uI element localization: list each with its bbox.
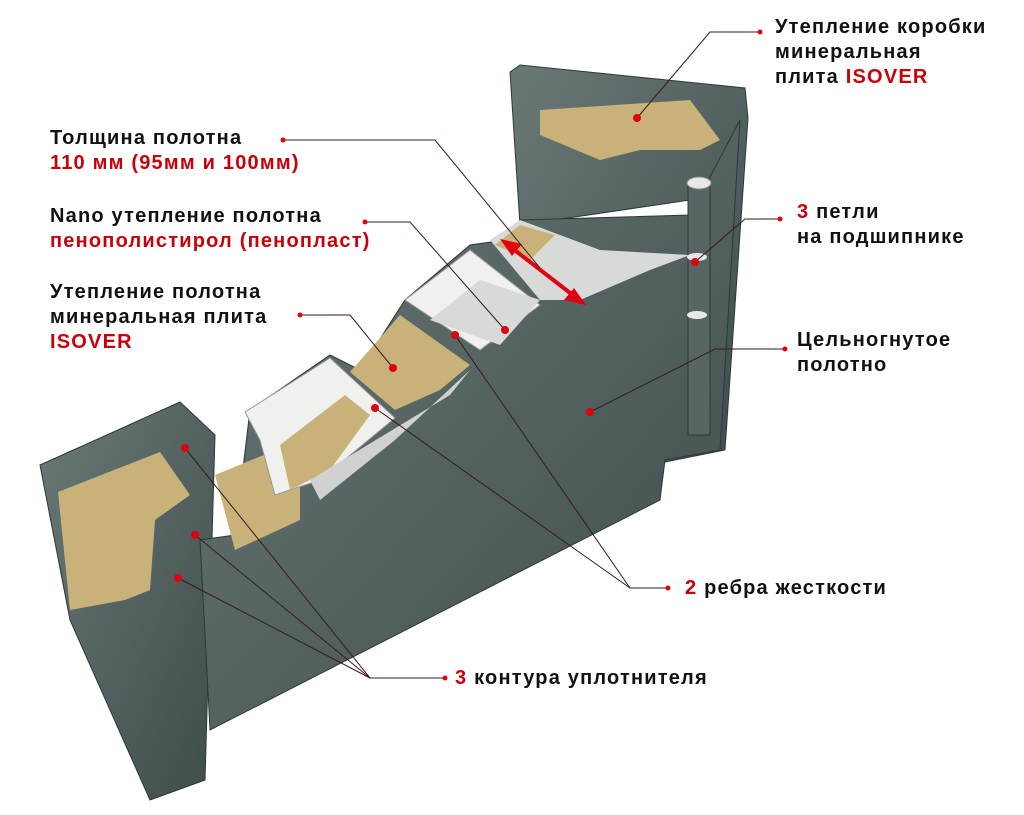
label-nano-insulation: Nano утепление полотна пенополистирол (п… <box>50 204 371 254</box>
label-value: ISOVER <box>845 66 929 88</box>
label-value: 3 <box>797 201 810 223</box>
label-value: 3 <box>455 667 468 689</box>
hinge <box>686 176 712 436</box>
label-line: петли <box>816 201 880 223</box>
label-value: 2 <box>685 577 698 599</box>
label-line: Утепление полотна <box>50 281 262 303</box>
label-line: на подшипнике <box>797 226 965 248</box>
leader-lines <box>177 31 785 679</box>
insulation-isover <box>350 315 470 410</box>
label-line: Nano утепление полотна <box>50 205 322 227</box>
label-line: минеральная <box>775 41 922 63</box>
label-value: ISOVER <box>50 331 133 353</box>
label-line: полотно <box>797 354 888 376</box>
label-ribs: 2 ребра жесткости <box>685 576 887 601</box>
label-line: ребра жесткости <box>704 577 888 599</box>
frame-insulation <box>540 100 720 160</box>
label-value: 110 мм (95мм и 100мм) <box>50 152 300 174</box>
label-seals: 3 контура уплотнителя <box>455 666 708 691</box>
label-bent-leaf: Цельногнутое полотно <box>797 328 951 378</box>
door-leaf <box>199 119 741 731</box>
label-frame-insulation: Утепление коробки минеральная плита ISOV… <box>775 15 987 90</box>
label-line: контура уплотнителя <box>474 667 708 689</box>
label-leaf-insulation: Утепление полотна минеральная плита ISOV… <box>50 280 267 355</box>
foam-insulation <box>430 280 540 345</box>
label-thickness: Толщина полотна 110 мм (95мм и 100мм) <box>50 126 300 176</box>
label-hinges: 3 петли на подшипнике <box>797 200 965 250</box>
label-line: плита <box>775 66 839 88</box>
label-value: пенополистирол (пенопласт) <box>50 230 371 252</box>
label-line: минеральная плита <box>50 306 268 328</box>
leader-dots <box>174 29 788 681</box>
label-line: Толщина полотна <box>50 127 243 149</box>
label-line: Цельногнутое <box>797 329 952 351</box>
door-frame-left <box>39 401 216 801</box>
label-line: Утепление коробки <box>775 16 987 38</box>
thickness-arrow <box>500 239 586 305</box>
